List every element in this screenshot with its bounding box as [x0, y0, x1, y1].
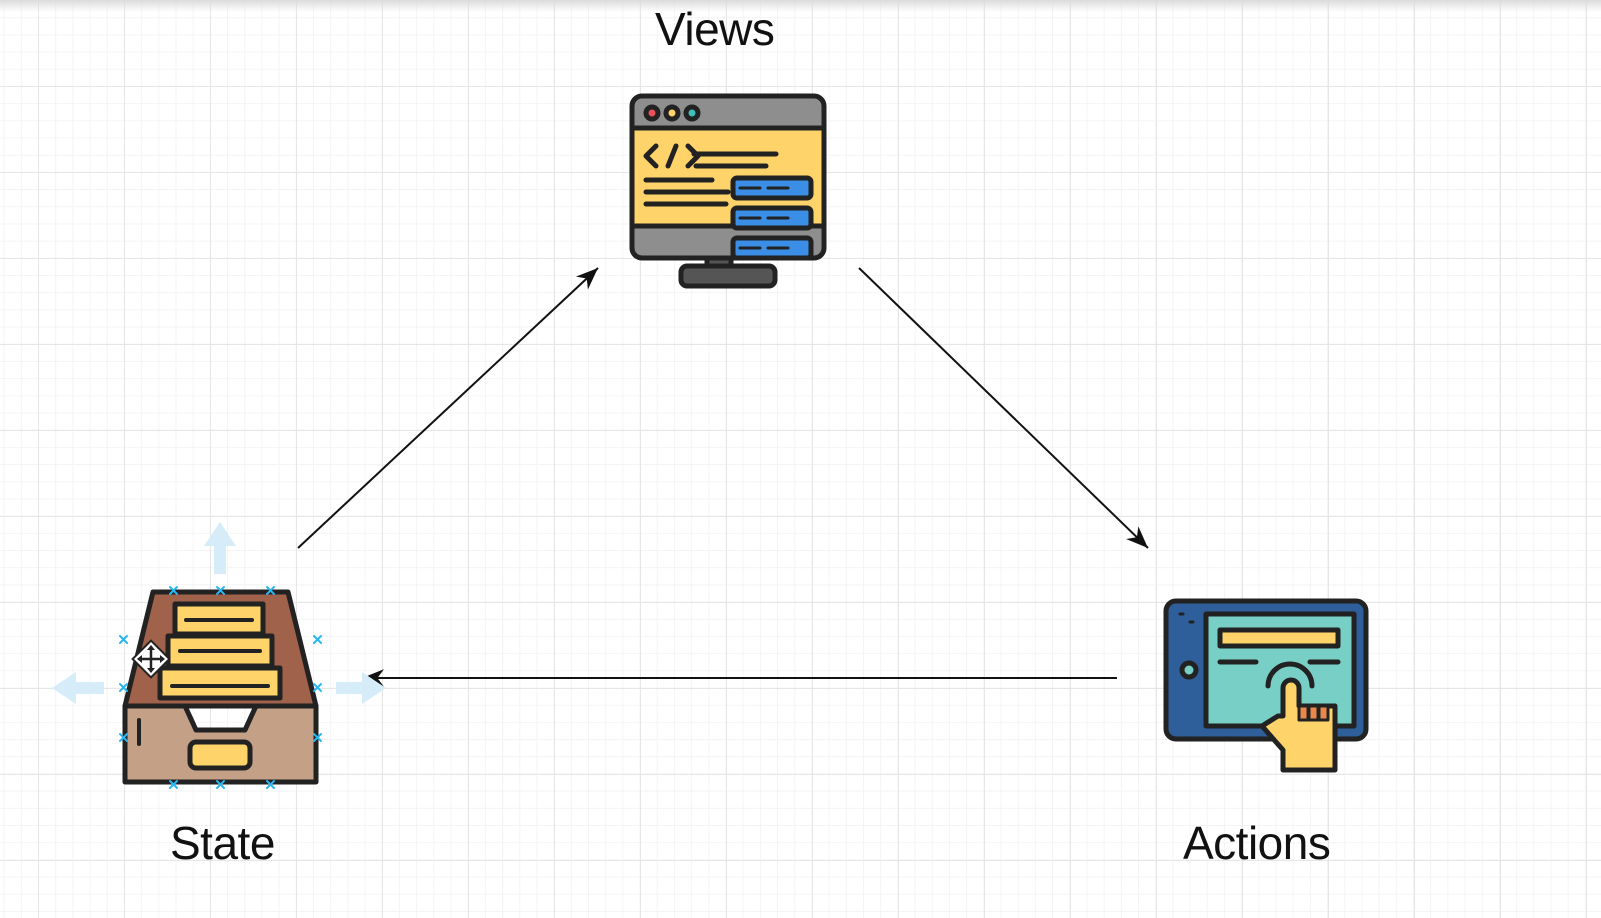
connector-hint-arrows[interactable] [52, 522, 386, 704]
canvas-top-shadow [0, 0, 1601, 12]
connect-left-arrow-icon [52, 672, 104, 704]
edge-state-to-views[interactable] [297, 267, 599, 549]
node-label-state[interactable]: State [170, 817, 275, 869]
node-label-views[interactable]: Views [655, 3, 775, 55]
selection-handles[interactable] [119, 586, 322, 789]
move-cursor-icon [131, 639, 171, 679]
connect-up-arrow-icon [204, 522, 236, 574]
code-monitor-database-icon[interactable] [629, 93, 827, 289]
connect-right-arrow-icon [336, 672, 386, 704]
edge-views-to-actions[interactable] [858, 267, 1149, 549]
tablet-touch-icon[interactable] [1163, 598, 1369, 773]
card-file-drawer-icon[interactable] [122, 589, 319, 785]
node-label-actions[interactable]: Actions [1183, 817, 1331, 869]
resize-handle [119, 586, 322, 789]
